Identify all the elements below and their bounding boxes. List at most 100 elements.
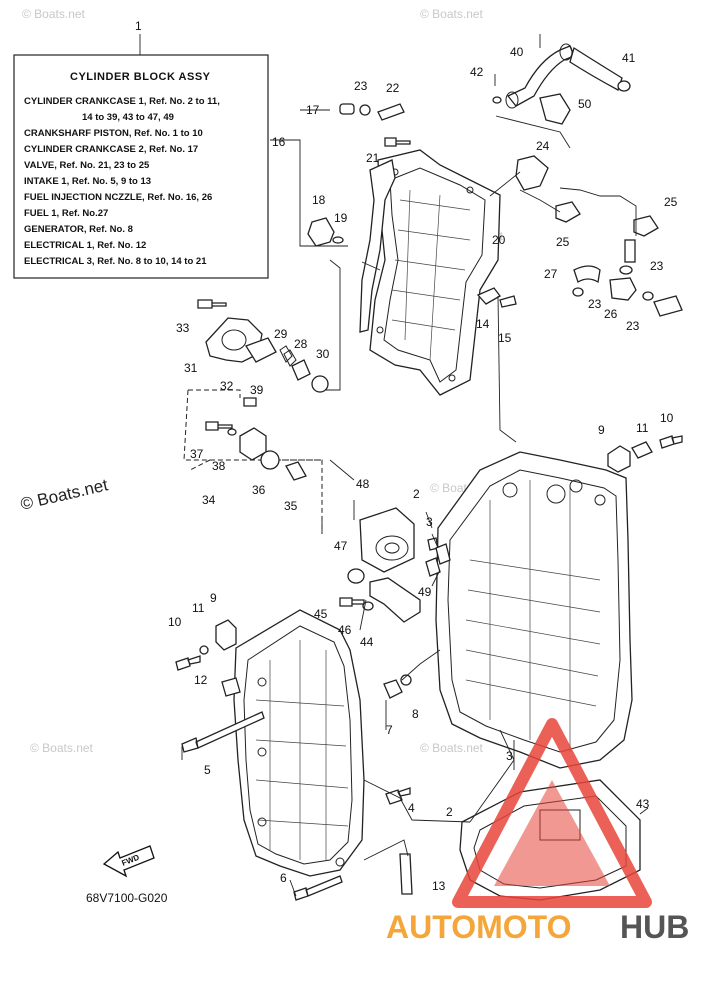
- callout-23: 23: [354, 79, 368, 93]
- callout-3: 3: [506, 749, 513, 763]
- callout-43: 43: [636, 797, 650, 811]
- clip-part-41: [617, 80, 631, 92]
- plug-part-18: [307, 217, 335, 247]
- callout-17: 17: [306, 103, 320, 117]
- watermark-text: © Boats.net: [22, 7, 86, 21]
- callout-9: 9: [598, 423, 605, 437]
- info-box: 1 CYLINDER BLOCK ASSY CYLINDER CRANKCASE…: [13, 19, 269, 279]
- bolt-part-10: [659, 435, 683, 449]
- callout-1: 1: [135, 19, 142, 33]
- callout-49: 49: [418, 585, 432, 599]
- valve-part-24: [515, 155, 549, 191]
- callout-40: 40: [510, 45, 524, 59]
- callout-22: 22: [386, 81, 400, 95]
- plate-part-9b: [215, 619, 237, 651]
- plate-part-9: [607, 445, 631, 473]
- stud-part-13: [399, 853, 413, 895]
- callout-2: 2: [413, 487, 420, 501]
- plug-part-7: [383, 679, 403, 699]
- callout-50: 50: [578, 97, 592, 111]
- callout-27: 27: [544, 267, 558, 281]
- pipe-part-22: [377, 103, 405, 121]
- callout-10: 10: [168, 615, 182, 629]
- callout-15: 15: [498, 331, 512, 345]
- callout-35: 35: [284, 499, 298, 513]
- bracket-part-44: [369, 577, 421, 623]
- fitting-part-49: [425, 557, 441, 577]
- bolt-part-33: [197, 299, 227, 309]
- watermark-large: © Boats.net: [19, 475, 110, 514]
- callout-42: 42: [470, 65, 484, 79]
- screw-part-21: [384, 137, 411, 147]
- bolt-part-45: [339, 597, 365, 607]
- callout-8: 8: [412, 707, 419, 721]
- oil-filter-part-48: [359, 507, 415, 573]
- callout-23: 23: [650, 259, 664, 273]
- hose-segment: [653, 295, 683, 317]
- fitting-part-23c: [572, 287, 584, 297]
- clamp-part-50: [539, 93, 571, 125]
- o-ring-part-19: [332, 236, 344, 244]
- o-ring-part-23d: [642, 291, 654, 301]
- cylinder-block-part-main: [435, 451, 633, 769]
- callout-20: 20: [492, 233, 506, 247]
- info-box-line: CRANKSHARF PISTON, Ref. No. 1 to 10: [24, 128, 203, 139]
- screw-part-15: [499, 295, 517, 308]
- washer-part-38: [227, 428, 237, 436]
- watermark-text: © Boats.net: [420, 7, 484, 21]
- callout-7: 7: [386, 723, 393, 737]
- callout-10: 10: [660, 411, 674, 425]
- thermostat-part-28: [291, 359, 311, 381]
- bracket-part-14: [476, 287, 501, 305]
- callout-5: 5: [204, 763, 211, 777]
- ring-part-36: [260, 450, 280, 470]
- info-box-title: CYLINDER BLOCK ASSY: [70, 71, 211, 83]
- info-box-line: CYLINDER CRANKCASE 1, Ref. No. 2 to 11,: [24, 96, 220, 107]
- callout-44: 44: [360, 635, 374, 649]
- spring-part-29: [279, 345, 297, 367]
- crankcase-part-main: [233, 609, 365, 877]
- washer-part-8: [400, 674, 412, 686]
- clip-part-25: [555, 201, 581, 223]
- logo-text-part2: HUB: [620, 909, 689, 945]
- callout-26: 26: [604, 307, 618, 321]
- cover-plate-part-20: [369, 149, 501, 396]
- pin-part-2: [435, 543, 451, 565]
- info-box-line: CYLINDER CRANKCASE 2, Ref. No. 17: [24, 144, 198, 155]
- callout-36: 36: [252, 483, 266, 497]
- bolt-part-5: [181, 711, 265, 753]
- info-box-line: 14 to 39, 43 to 47, 49: [82, 112, 174, 123]
- joint-part-26: [609, 277, 637, 301]
- callout-31: 31: [184, 361, 198, 375]
- callout-38: 38: [212, 459, 226, 473]
- o-ring-part-23: [359, 104, 371, 116]
- gasket-part-11: [631, 441, 653, 459]
- forward-arrow-icon: FWD: [102, 845, 155, 878]
- bolt-part-4: [385, 787, 411, 805]
- info-box-line: FUEL INJECTION NCZZLE, Ref. No. 16, 26: [24, 192, 212, 203]
- callout-30: 30: [316, 347, 330, 361]
- automotohub-logo: AUTOMOTO HUB: [386, 718, 689, 945]
- diagram-code: 68V7100-G020: [86, 891, 168, 905]
- washer-part-11b: [199, 645, 209, 655]
- callout-2: 2: [446, 805, 453, 819]
- callout-45: 45: [314, 607, 328, 621]
- plug-part-17: [339, 103, 355, 115]
- watermark-text: © Boats.net: [420, 741, 484, 755]
- callout-28: 28: [294, 337, 308, 351]
- callout-29: 29: [274, 327, 288, 341]
- fuel-rail-part-16: [359, 159, 396, 333]
- callout-14: 14: [476, 317, 490, 331]
- callout-33: 33: [176, 321, 190, 335]
- callout-11: 11: [192, 601, 205, 615]
- callout-9: 9: [210, 591, 217, 605]
- callout-16: 16: [272, 135, 286, 149]
- callout-41: 41: [622, 51, 636, 65]
- hose-part-40-end: [569, 46, 623, 91]
- callout-39: 39: [250, 383, 264, 397]
- callout-23: 23: [588, 297, 602, 311]
- logo-text-part1: AUTOMOTO: [386, 909, 571, 945]
- sensor-part-12: [221, 677, 241, 697]
